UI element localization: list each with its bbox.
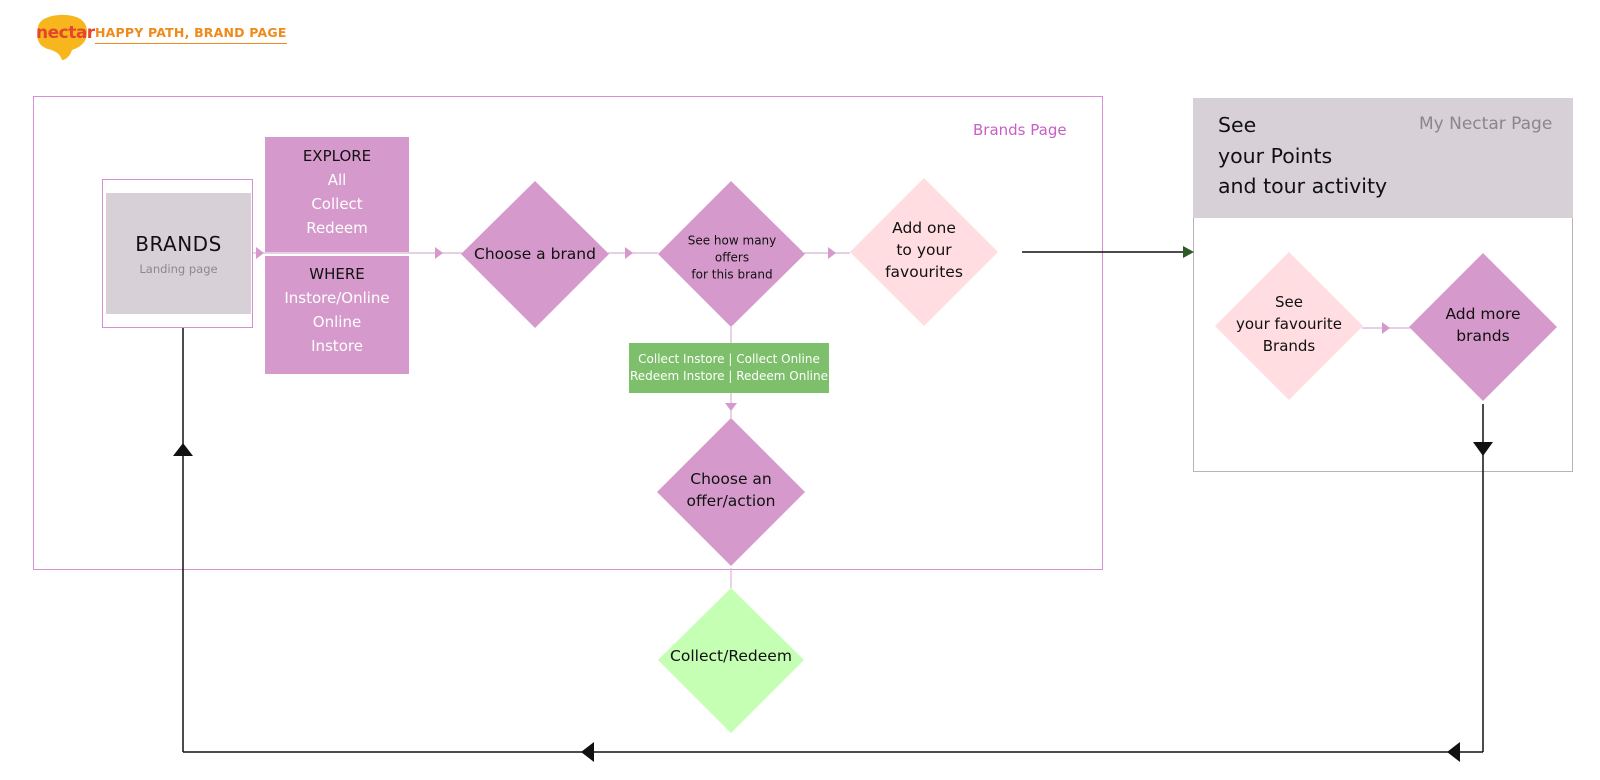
my-nectar-label: My Nectar Page [1419,114,1553,134]
explore-item: All [327,171,347,189]
add-more-label: Add more brands [1445,305,1521,345]
arrowhead [1473,442,1493,456]
nectar-logo [37,14,88,60]
collect-options-box: Collect Instore | Collect Online Redeem … [629,343,829,393]
offers-diamond [658,181,805,327]
where-item: Online [312,313,362,331]
heading-line: your Points [1218,143,1333,168]
arrowhead [435,247,443,259]
collect-redeem-diamond [658,588,804,733]
explore-item: Collect [311,195,363,213]
explore-heading: EXPLORE [302,147,372,165]
heading-line: See [1218,113,1257,137]
arrowhead [828,247,836,259]
arrowhead [173,443,193,456]
collect-redeem-label: Collect/Redeem [670,647,792,665]
choose-brand-label: Choose a brand [474,245,596,263]
choose-offer-label: Choose an offer/action [686,470,776,510]
arrowhead [256,247,264,259]
arrowhead [625,247,633,259]
arrowhead [1382,322,1390,334]
explore-item: Redeem [306,219,368,237]
add-favourite-diamond [850,178,998,326]
brands-page-panel [33,96,1103,570]
landing-frame [102,179,253,328]
brands-page-label: Brands Page [973,121,1067,139]
choose-offer-diamond [657,418,805,566]
my-nectar-heading: See your Points and tour activity [1218,110,1387,202]
where-item: Instore/Online [284,289,390,307]
see-favourites-diamond [1215,252,1363,400]
where-item: Instore [311,337,363,355]
logo-text: nectar [36,23,95,43]
collect-options-line: Collect Instore | Collect Online [638,352,820,366]
arrowhead [1183,246,1194,258]
offers-label: See how many offers for this brand [687,233,777,282]
landing-title: BRANDS [135,231,222,256]
add-more-diamond [1409,253,1557,401]
collect-options-line: Redeem Instore | Redeem Online [629,369,828,383]
where-node: WHERE Instore/Online Online Instore [265,256,409,374]
choose-brand-diamond [461,181,609,328]
brands-landing-node: BRANDS Landing page [106,193,251,314]
arrowhead [725,403,737,411]
landing-subtitle: Landing page [139,261,218,276]
arrowhead [581,742,594,762]
add-favourite-label: Add one to your favourites [885,219,963,281]
see-favourites-label: See your favourite Brands [1236,293,1342,355]
explore-node: EXPLORE All Collect Redeem [265,137,409,252]
page-title: HAPPY PATH, BRAND PAGE [95,25,287,44]
where-heading: WHERE [309,265,365,283]
arrowhead [1447,742,1460,762]
heading-line: and tour activity [1218,174,1388,198]
my-nectar-header [1193,98,1573,218]
